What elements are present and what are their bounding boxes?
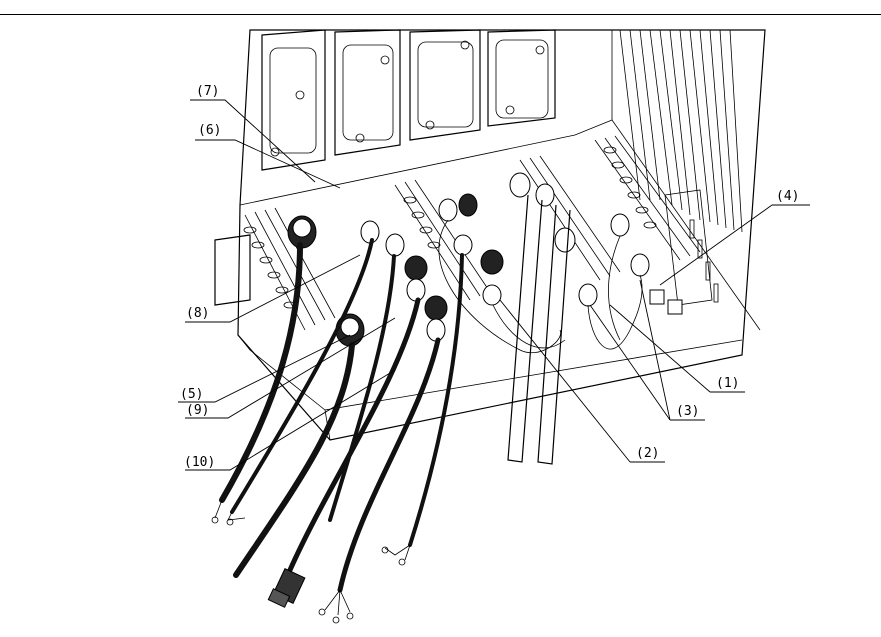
callout-2: (2) — [636, 446, 659, 461]
callout-8: (8) — [186, 306, 209, 321]
connector-cluster-mid — [361, 173, 649, 341]
callout-10: (10) — [184, 455, 215, 470]
callout-5: (5) — [180, 387, 203, 402]
cable-loop-2 — [493, 305, 565, 348]
cables — [222, 195, 642, 590]
ground-clamp — [650, 290, 682, 314]
callout-6: (6) — [198, 123, 221, 138]
callout-4: (4) — [776, 189, 799, 204]
callout-9: (9) — [186, 403, 209, 418]
cable-loop-4 — [608, 236, 620, 340]
callout-7: (7) — [196, 84, 219, 99]
callout-labels: (7) (6) (8) (5) (9) (10) (4) (1) (3) (2) — [180, 84, 799, 470]
cabinet-frame — [238, 30, 765, 440]
cable-vertical-1 — [508, 195, 542, 462]
cable-loop-3 — [588, 275, 642, 349]
callout-1: (1) — [716, 376, 739, 391]
cable-thick-5 — [236, 345, 352, 575]
round-plug — [268, 569, 305, 608]
connectors — [288, 173, 682, 346]
callout-3: (3) — [676, 404, 699, 419]
module-boards — [262, 30, 555, 170]
